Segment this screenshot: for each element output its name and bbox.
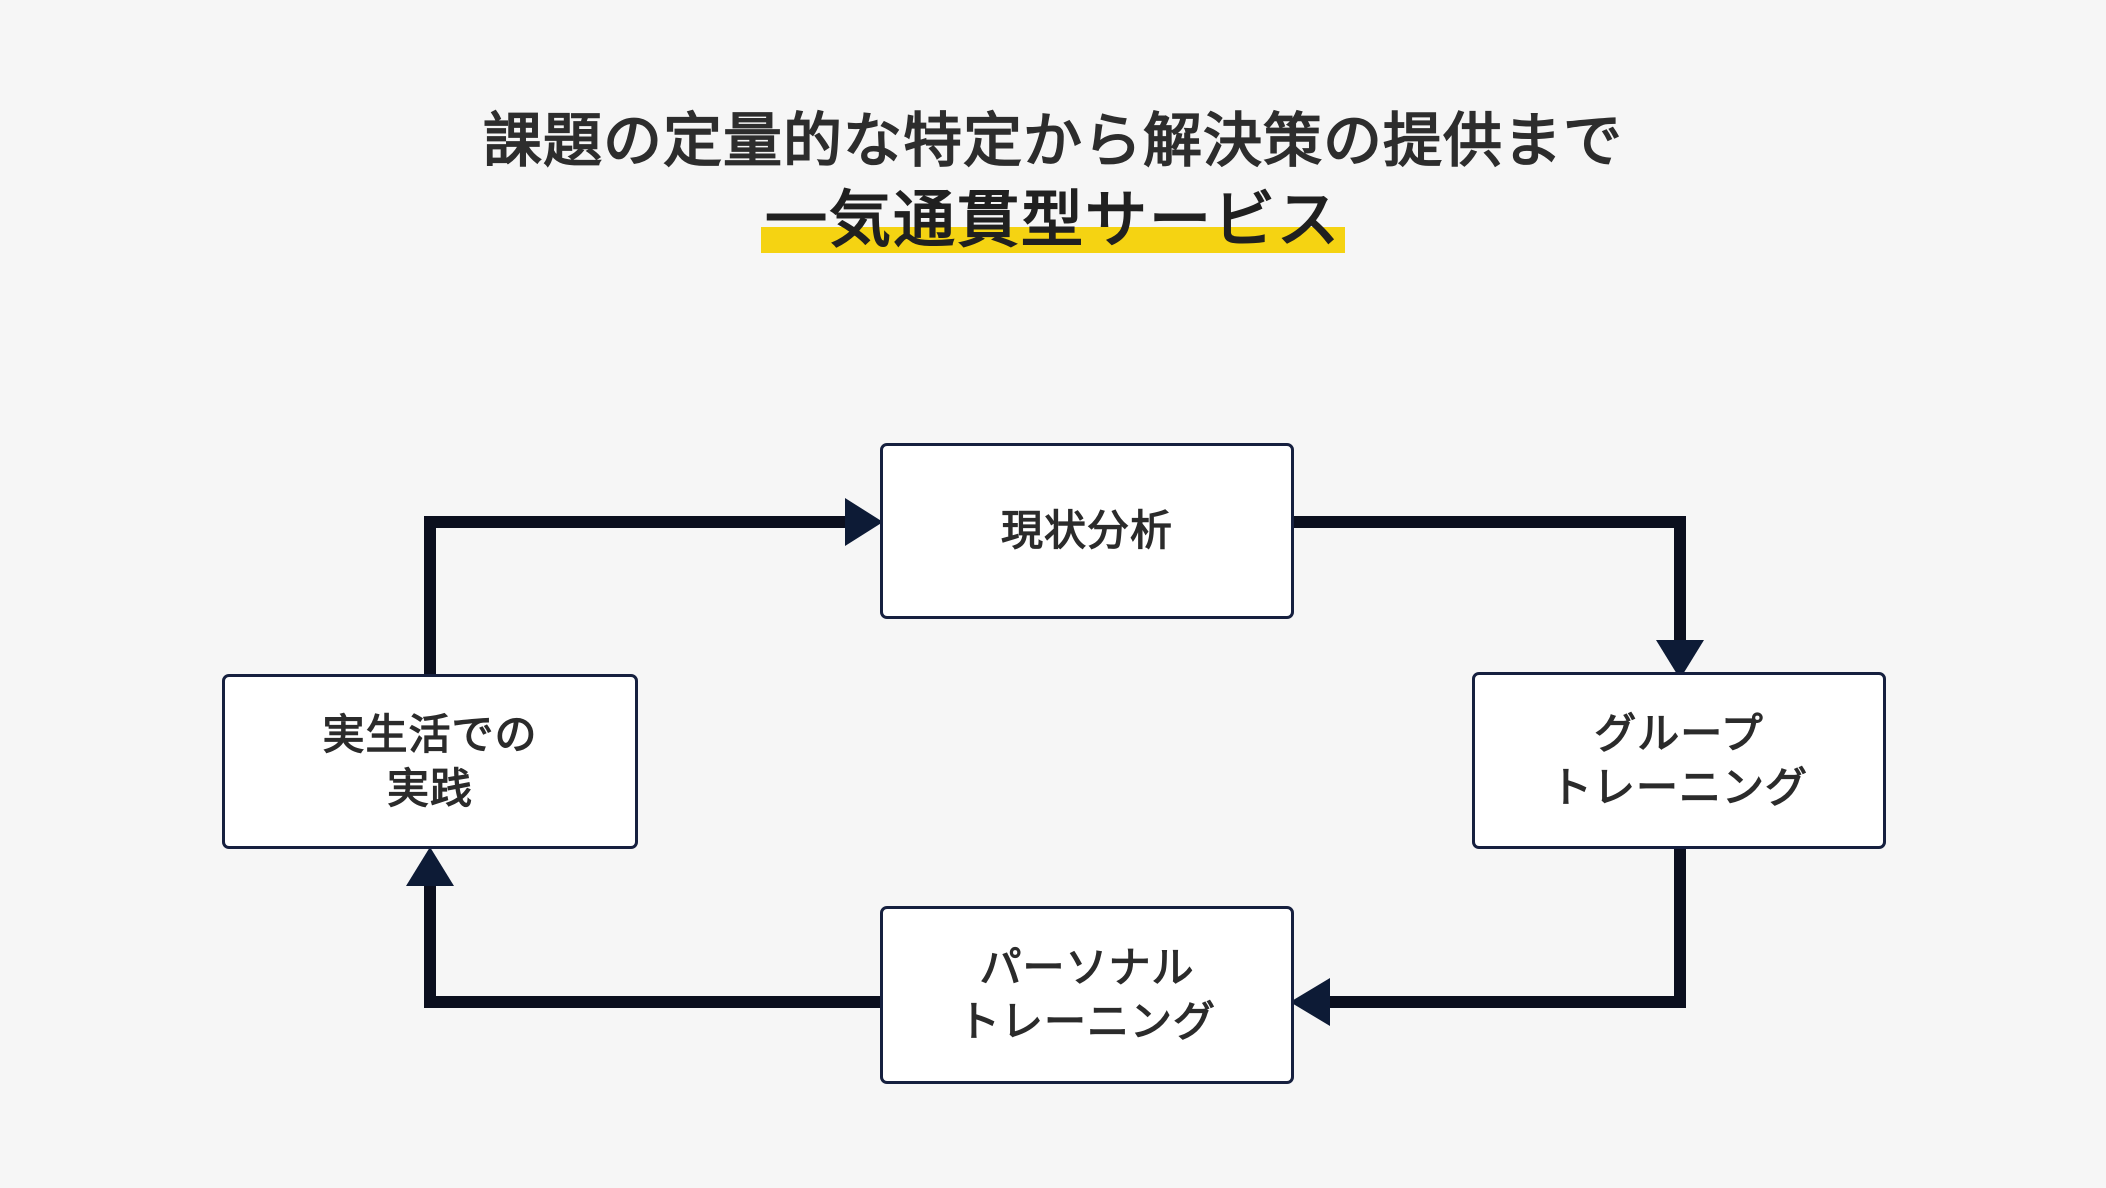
title-highlight-bar: [760, 227, 1345, 254]
node-genjo-bunseki[interactable]: 現状分析: [880, 443, 1294, 619]
title-line-2-wrapper: 一気通貫型サービス: [0, 187, 2106, 255]
title-line-2-text: 一気通貫型サービス: [764, 186, 1341, 256]
edge-jisseikatsu-to-genjo: [424, 498, 883, 674]
arrowhead-left-icon: [1290, 978, 1330, 1026]
edge-personal-to-jisseikatsu: [406, 847, 880, 1008]
arrowhead-up-icon: [406, 847, 454, 886]
node-label-jisseikatsu-jissen: 実生活での 実践: [322, 710, 538, 812]
node-label-genjo-bunseki: 現状分析: [1000, 507, 1173, 555]
title-line-2: 一気通貫型サービス: [760, 186, 1345, 256]
node-personal-training[interactable]: パーソナル トレーニング: [880, 906, 1294, 1084]
node-group-training[interactable]: グループ トレーニング: [1472, 672, 1886, 849]
edge-genjo-to-group: [1294, 516, 1704, 679]
arrowhead-right-icon: [845, 498, 883, 546]
page-title: 課題の定量的な特定から解決策の提供まで 一気通貫型サービス: [0, 108, 2106, 255]
title-line-1: 課題の定量的な特定から解決策の提供まで: [482, 108, 1623, 174]
node-jisseikatsu-jissen[interactable]: 実生活での 実践: [222, 674, 638, 849]
node-label-personal-training: パーソナル トレーニング: [957, 944, 1216, 1045]
edge-group-to-personal: [1290, 849, 1686, 1026]
node-label-group-training: グループ トレーニング: [1549, 709, 1808, 811]
